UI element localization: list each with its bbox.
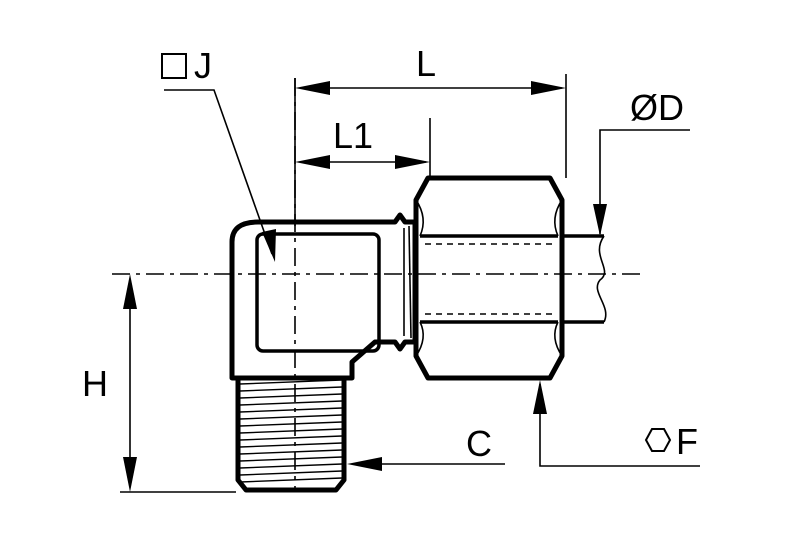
dimension-H: H [82, 274, 236, 493]
thread-line [239, 428, 343, 434]
thread-line [239, 386, 343, 392]
thread-line [239, 435, 343, 441]
label-L: L [416, 43, 436, 84]
thread-line [239, 456, 343, 462]
callout-J: J [161, 45, 276, 262]
label-diameter-D: ØD [630, 87, 684, 128]
male-thread [235, 375, 347, 493]
callout-C: C [347, 423, 505, 471]
thread-line [239, 442, 343, 448]
tube [562, 234, 607, 324]
thread-line [239, 449, 343, 455]
thread-line [239, 379, 343, 385]
hex-nut [413, 175, 565, 381]
dimension-L: L [294, 43, 567, 226]
square-icon [161, 53, 187, 79]
thread-line [239, 477, 343, 483]
thread-line [239, 463, 343, 469]
thread-line [239, 414, 343, 420]
thread-line [239, 400, 343, 406]
label-J: J [194, 45, 212, 86]
label-C: C [466, 423, 492, 464]
thread-line [239, 470, 343, 476]
elbow-body [229, 212, 418, 381]
label-hex-F: F [676, 421, 698, 462]
callout-F: F [533, 380, 700, 467]
hexagon-icon [644, 428, 672, 452]
label-H: H [82, 363, 108, 404]
thread-line [239, 421, 343, 427]
dimension-D: ØD [593, 87, 690, 236]
thread-line [239, 393, 343, 399]
thread-line [239, 407, 343, 413]
label-L1: L1 [333, 115, 373, 156]
dimension-L1: L1 [295, 115, 431, 176]
